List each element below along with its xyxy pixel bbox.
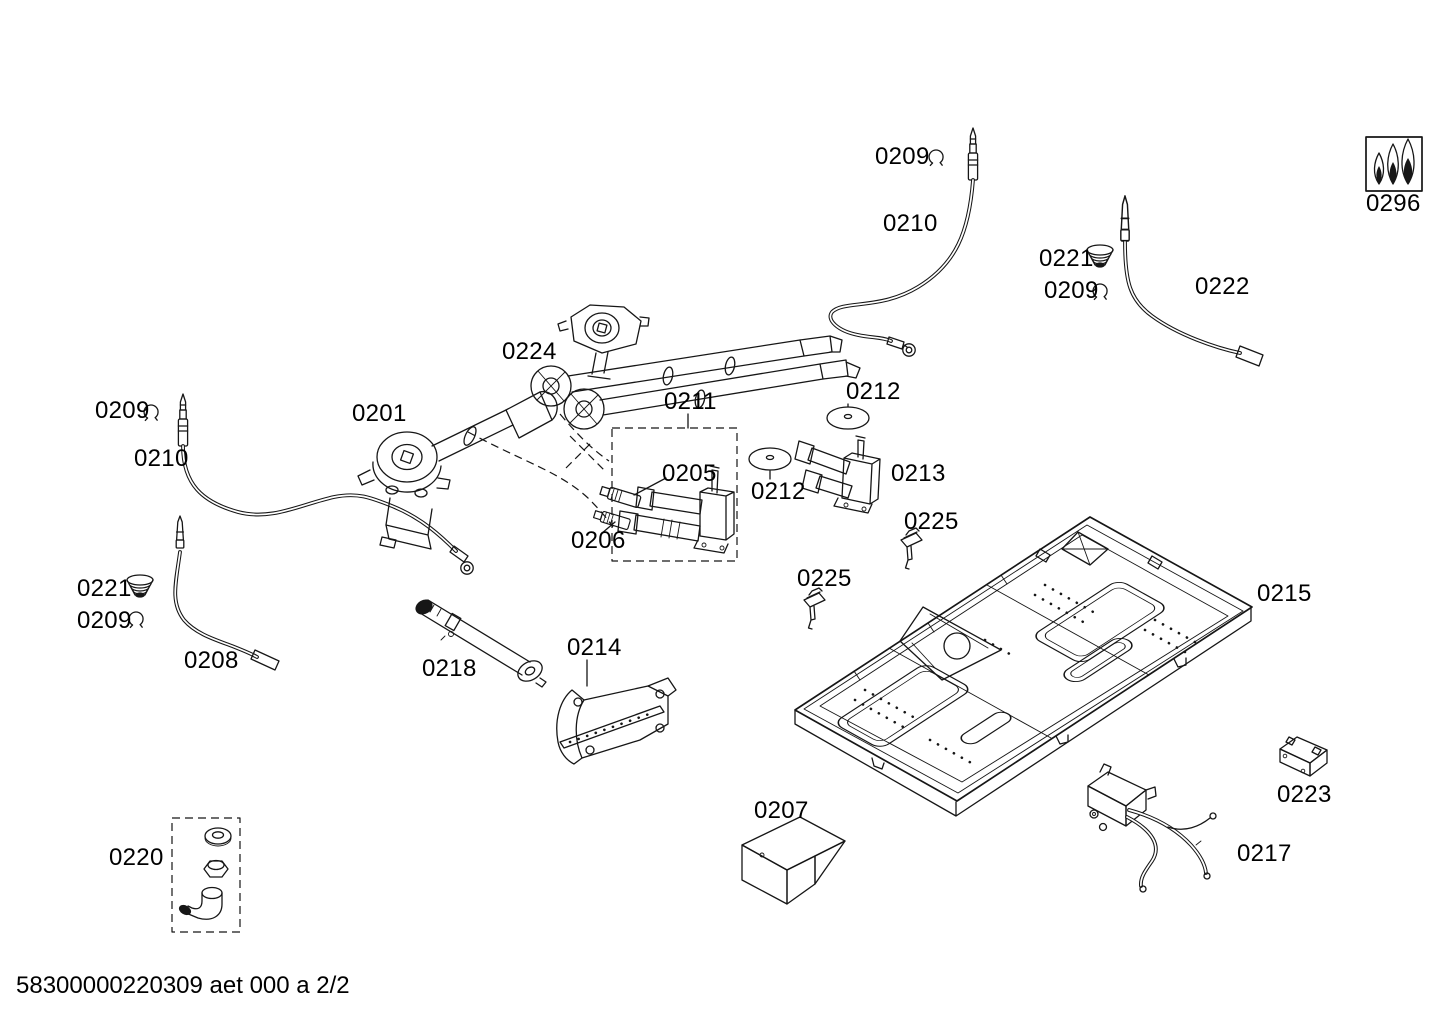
callout-0201: 0201: [352, 400, 407, 427]
sealing-disc-icon: [826, 406, 870, 430]
callout-0211: 0211: [664, 388, 717, 415]
callout-0209-right: 0209: [1044, 277, 1099, 304]
flame-icon: [1365, 136, 1423, 192]
callout-0225-lower: 0225: [797, 565, 852, 592]
ignition-electrode-left: [177, 393, 474, 575]
callout-0208: 0208: [184, 647, 239, 674]
burner-assembly-0224: [530, 304, 861, 430]
callout-0212-top: 0212: [846, 378, 901, 405]
retaining-clip-icon: [928, 149, 944, 167]
valve-with-injectors: [592, 465, 735, 554]
callout-0221-left: 0221: [77, 575, 132, 602]
base-tray-0215: [794, 516, 1253, 817]
callout-0222: 0222: [1195, 273, 1250, 300]
callout-0209-left-top: 0209: [95, 397, 150, 424]
callout-0207: 0207: [754, 797, 809, 824]
callout-0209-top: 0209: [875, 143, 930, 170]
callout-0206: 0206: [571, 527, 626, 554]
callout-0224: 0224: [502, 338, 557, 365]
thermocouple-0208: [173, 515, 280, 671]
document-number: 58300000220309 aet 000 a 2/2: [16, 972, 350, 999]
mounting-bracket-0214: [556, 659, 677, 765]
callout-0221-right: 0221: [1039, 245, 1094, 272]
callout-0220: 0220: [109, 844, 164, 871]
callout-0215: 0215: [1257, 580, 1312, 607]
supply-tube-0218: [415, 599, 547, 688]
detail-leader-curves: [467, 413, 614, 528]
ignition-electrode-top: [828, 127, 979, 357]
callout-0205: 0205: [662, 460, 717, 487]
callout-0209-left-low: 0209: [77, 607, 132, 634]
callout-0225-upper: 0225: [904, 508, 959, 535]
callout-0223: 0223: [1277, 781, 1332, 808]
callout-0218: 0218: [422, 655, 477, 682]
thermocouple-0222: [1119, 195, 1264, 367]
callout-0296: 0296: [1366, 190, 1421, 217]
ignition-box-0217: [1087, 763, 1217, 893]
callout-0214: 0214: [567, 634, 622, 661]
burner-assembly-0201: [357, 390, 558, 550]
callout-0212-left: 0212: [751, 478, 806, 505]
spark-module-0223: [1279, 736, 1328, 777]
callout-0210-left: 0210: [134, 445, 189, 472]
fitting-kit-0220: [171, 817, 241, 933]
callout-0213: 0213: [891, 460, 946, 487]
callout-0210-top: 0210: [883, 210, 938, 237]
gas-valve-0213: [794, 435, 881, 514]
switch-clip-icon: [803, 587, 826, 630]
disc-leader-lines: [769, 403, 849, 480]
sealing-disc-icon: [748, 447, 792, 471]
callout-0217: 0217: [1237, 840, 1292, 867]
corner-bracket-0207: [741, 816, 846, 905]
